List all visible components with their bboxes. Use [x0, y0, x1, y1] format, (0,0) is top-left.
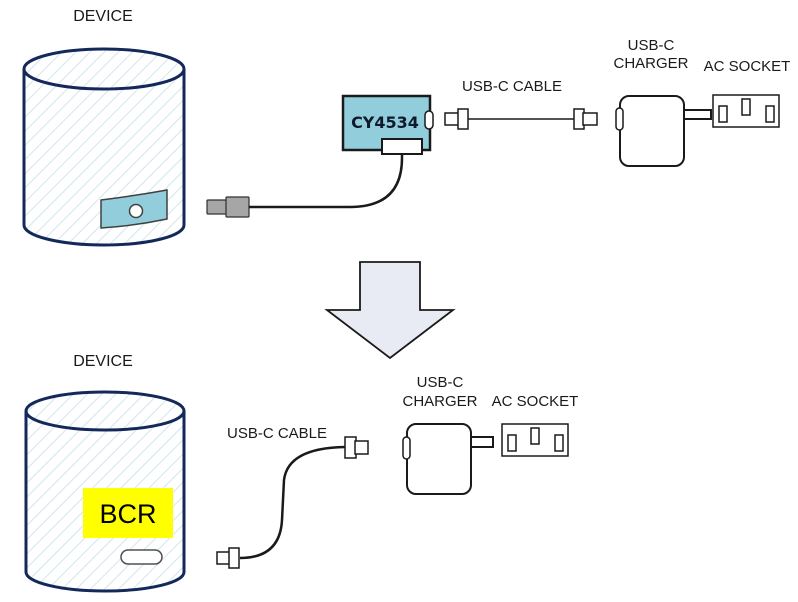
- bottom-scenario: DEVICE BCR USB-C CABLE USB-C CHARGER: [24, 353, 579, 593]
- cy4534-adapter: CY4534: [341, 94, 434, 155]
- bottom-charger-label-line1: USB-C: [417, 374, 464, 391]
- bottom-socket-label: AC SOCKET: [492, 393, 579, 410]
- top-legacy-plug-icon: [206, 196, 250, 218]
- top-ac-socket-icon: [712, 94, 780, 128]
- chip-label: CY4534: [351, 113, 419, 132]
- top-usbc-cable-icon: [444, 108, 598, 130]
- top-charger-label-line2: CHARGER: [613, 55, 688, 72]
- bottom-usbc-cable-icon: [216, 436, 369, 569]
- top-usbc-charger-icon: [615, 95, 712, 167]
- top-charger-label-line1: USB-C: [628, 37, 675, 54]
- top-device-label: DEVICE: [73, 8, 133, 25]
- device-port-hole-icon: [128, 203, 144, 219]
- bottom-device-label: DEVICE: [73, 353, 133, 370]
- top-socket-label: AC SOCKET: [704, 58, 791, 75]
- top-device-cylinder-icon: [22, 47, 186, 247]
- top-cable-label: USB-C CABLE: [462, 78, 562, 95]
- top-legacy-cable: [249, 153, 404, 209]
- bcr-module-highlight: [83, 488, 173, 538]
- bottom-cable-label: USB-C CABLE: [227, 425, 327, 442]
- top-scenario: DEVICE CY4534 USB-C CABLE: [22, 8, 791, 247]
- bottom-charger-label-line2: CHARGER: [402, 393, 477, 410]
- transition-down-arrow-icon: [324, 261, 456, 360]
- device-usbc-port-icon: [120, 549, 163, 565]
- bottom-usbc-charger-icon: [402, 423, 494, 495]
- bottom-device-cylinder-icon: BCR: [24, 390, 186, 593]
- bottom-ac-socket-icon: [501, 423, 569, 457]
- bcr-label: BCR: [99, 499, 156, 529]
